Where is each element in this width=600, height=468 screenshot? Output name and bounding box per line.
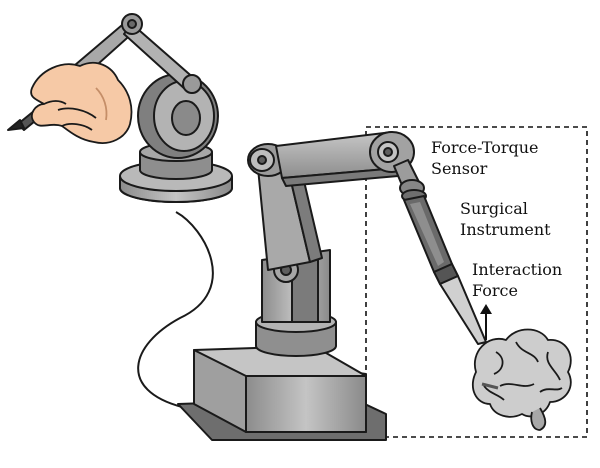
interaction-force-arrow [480,304,492,340]
robotic-arm-icon [177,131,427,441]
force-torque-sensor-label-line1: Force-Torque [431,138,539,157]
surgical-instrument-label-line1: Surgical [460,199,528,218]
hand-holding-stylus-icon [30,61,133,144]
slave-region-dashed-box [365,126,588,438]
surgical-instrument-label-line2: Instrument [460,220,551,239]
connection-cable [137,211,214,408]
interaction-force-label-line1: Interaction [472,260,563,279]
surgical-instrument-icon [403,195,487,345]
interaction-force-label-line2: Force [472,281,518,300]
force-torque-sensor-label-line2: Sensor [431,159,488,178]
brain-icon [471,328,572,431]
